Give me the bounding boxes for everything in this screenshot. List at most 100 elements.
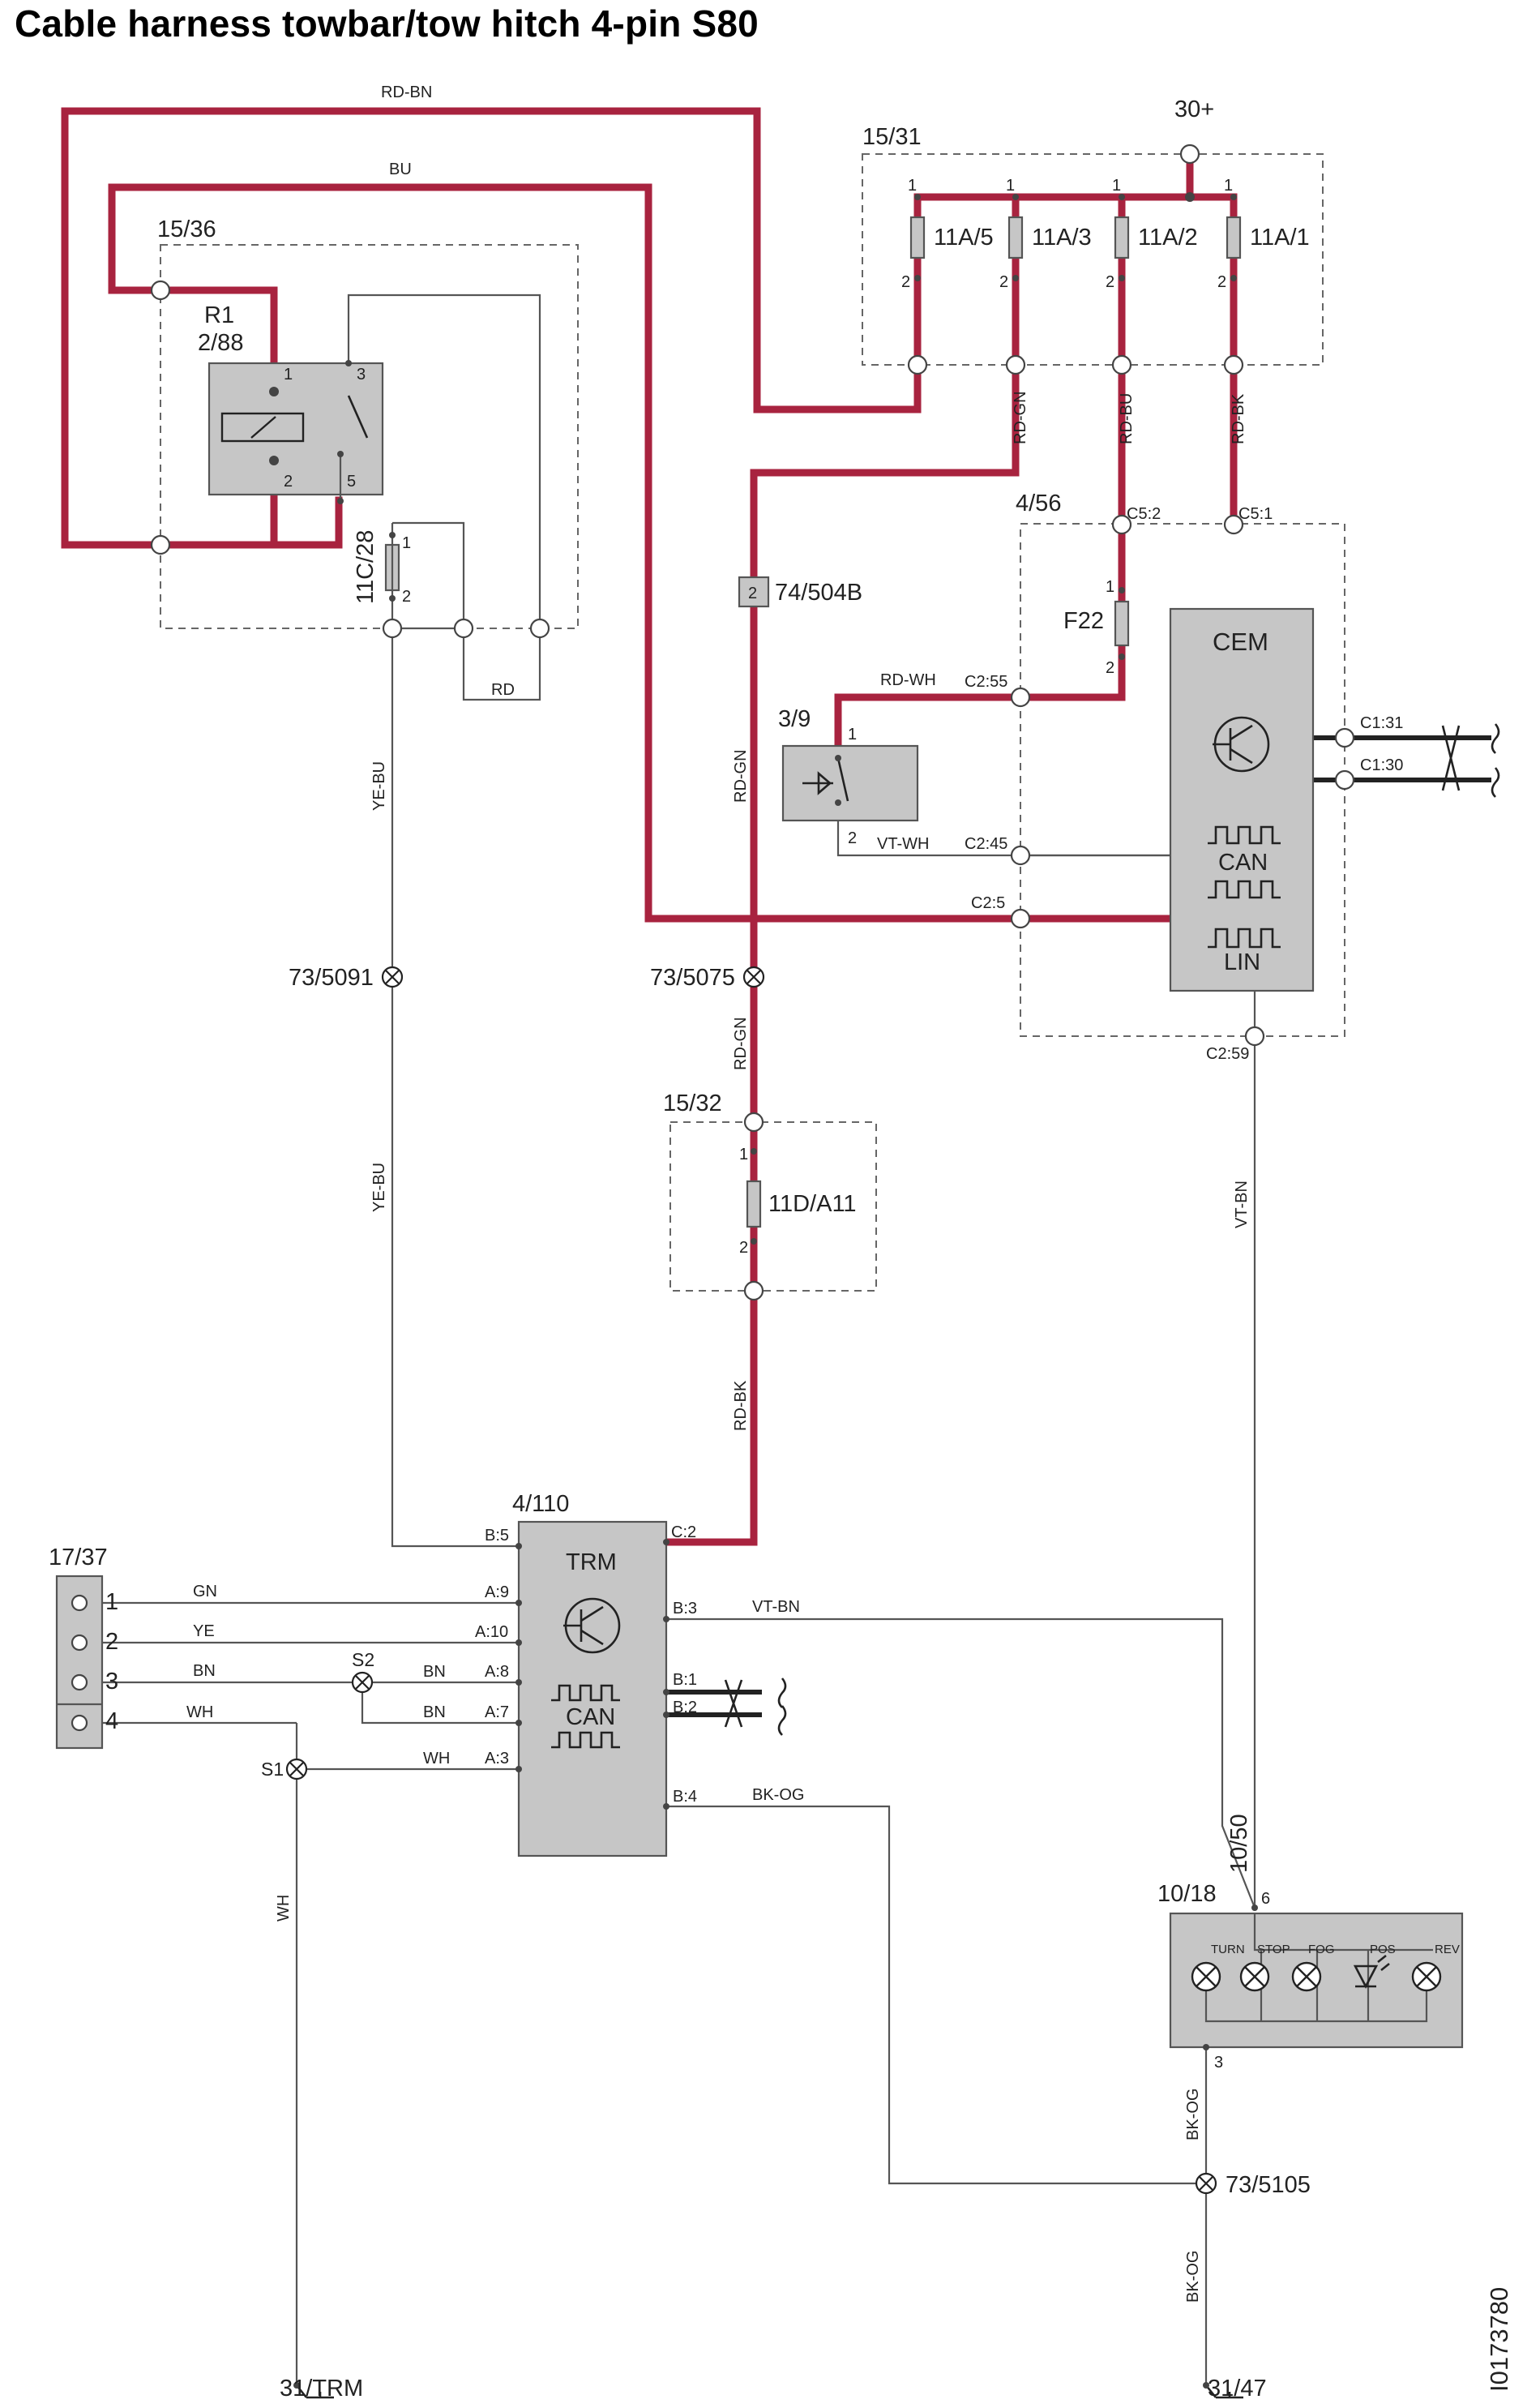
label-splice-73-5075: 73/5075: [650, 965, 735, 991]
label-wire-bk-og-lamp: BK-OG: [1184, 2089, 1202, 2140]
fuse-f22-symbol: [1114, 600, 1130, 647]
socket-label-4: 4: [105, 1708, 118, 1734]
label-fuse-box-15-32: 15/32: [663, 1090, 722, 1116]
cem-module: [1169, 607, 1315, 992]
fuse-11a1-symbol: [1226, 216, 1242, 259]
label-relay-r1: R1: [204, 302, 234, 328]
label-lamp-turn: TURN: [1211, 1943, 1245, 1956]
pin-switch-1: 1: [848, 726, 857, 743]
socket-pin-2: [71, 1634, 88, 1652]
label-wire-rd-gn-low: RD-GN: [732, 1017, 750, 1070]
node-supply-30: [1179, 144, 1200, 165]
socket-pin-1: [71, 1594, 88, 1612]
label-trm: TRM: [566, 1549, 617, 1575]
fuse-box-15-32-outline: [669, 1121, 877, 1292]
label-ground-31-47: 31/47: [1208, 2376, 1267, 2402]
label-switch-3-9: 3/9: [778, 706, 811, 732]
pin-relay-2: 2: [284, 473, 293, 491]
node-fuse-11a5-out: [907, 354, 928, 375]
wire-rd-bn: [61, 107, 922, 549]
label-trm-4-110: 4/110: [512, 1491, 569, 1517]
node-relay-rd-2: [529, 618, 550, 639]
trm-module: [517, 1520, 668, 1857]
pin-c1-30: C1:30: [1360, 756, 1403, 774]
lamp-rev-icon: [1411, 1961, 1442, 1992]
wire-bn-2: [361, 1682, 519, 1725]
label-wire-rd-bn: RD-BN: [381, 84, 432, 101]
label-fuse-11a3: 11A/3: [1032, 225, 1092, 251]
node-c5-1: [1223, 514, 1244, 535]
label-wire-vt-bn-vertical: VT-BN: [1233, 1180, 1251, 1228]
label-wire-vt-bn: VT-BN: [752, 1598, 800, 1616]
fuse-11a5-symbol: [909, 216, 926, 259]
twist-symbol-cem: [1441, 723, 1500, 798]
socket-label-3: 3: [105, 1669, 118, 1695]
label-wire-vt-wh: VT-WH: [877, 835, 929, 853]
label-wire-ye-bu-top: YE-BU: [370, 761, 388, 811]
lamp-turn-icon: [1191, 1961, 1221, 1992]
pin-11c28-2: 2: [402, 588, 411, 606]
pin-11a1-2: 2: [1217, 273, 1226, 291]
node-c2-5: [1010, 908, 1031, 929]
label-fusebox-15-31: 15/31: [862, 124, 922, 150]
pin-c2-55: C2:55: [965, 673, 1007, 691]
node-c2-59: [1244, 1026, 1265, 1047]
label-splice-73-5091: 73/5091: [289, 965, 374, 991]
pin-trm-b3: B:3: [673, 1600, 697, 1617]
cem-box-4-56-outline: [1020, 523, 1345, 1037]
pin-trm-a10: A:10: [475, 1623, 508, 1641]
label-wire-gn: GN: [193, 1583, 217, 1600]
splice-73-5105-icon: [1195, 2172, 1217, 2195]
label-wire-rd: RD: [491, 681, 515, 699]
label-connector-74-504b: 74/504B: [775, 580, 862, 606]
pin-c1-31: C1:31: [1360, 714, 1403, 732]
relay-contact: [347, 395, 369, 439]
pin-11a3-1: 1: [1006, 177, 1015, 195]
pin-11a2-2: 2: [1106, 273, 1114, 291]
wire-bk-og-trm: [666, 1805, 1206, 2185]
label-wire-rd-gn-mid: RD-GN: [732, 749, 750, 803]
socket-pin-3: [71, 1673, 88, 1691]
label-cem-lin: LIN: [1224, 949, 1260, 975]
fuse-11d-a11-symbol: [746, 1180, 762, 1228]
label-lamp-pos: POS: [1370, 1943, 1396, 1956]
lamp-pos-led-icon: [1353, 1954, 1390, 1989]
pin-relay-5: 5: [347, 473, 356, 491]
pin-c2-5: C2:5: [971, 894, 1005, 912]
label-fuse-11d-a11: 11D/A11: [768, 1191, 857, 1217]
relay-box-15-36-outline: [160, 244, 579, 629]
label-wire-wh: WH: [186, 1703, 213, 1721]
label-supply-30: 30+: [1174, 96, 1214, 122]
pin-trm-a8: A:8: [485, 1663, 509, 1681]
pin-lamp-6: 6: [1261, 1890, 1270, 1908]
pin-11a5-2: 2: [901, 273, 910, 291]
node-fuse-11a3-out: [1005, 354, 1026, 375]
label-trm-can: CAN: [566, 1704, 615, 1730]
pin-switch-2: 2: [848, 829, 857, 847]
label-cem: CEM: [1213, 628, 1268, 656]
relay-coil-diagonal: [250, 416, 276, 439]
pin-11a2-1: 1: [1112, 177, 1121, 195]
node-c1-30: [1334, 769, 1355, 791]
socket-label-1: 1: [105, 1589, 118, 1615]
pin-trm-b2: B:2: [673, 1699, 697, 1716]
page-title: Cable harness towbar/tow hitch 4-pin S80: [15, 2, 759, 45]
twist-symbol-trm: [724, 1677, 787, 1736]
label-relay-2-88: 2/88: [198, 330, 243, 356]
pin-11a3-2: 2: [999, 273, 1008, 291]
pin-trm-a9: A:9: [485, 1583, 509, 1601]
node-fuse-11d-in: [743, 1112, 764, 1133]
cem-transistor-icon: [1213, 716, 1270, 773]
pin-c2-59: C2:59: [1206, 1045, 1249, 1063]
node-c2-45: [1010, 845, 1031, 866]
cem-lin-waveform: [1208, 928, 1281, 949]
pin-11a5-1: 1: [908, 177, 917, 195]
pin-dots: [269, 192, 1258, 2389]
wire-rd-relay: [392, 521, 541, 701]
label-wire-bn-a7: BN: [423, 1703, 446, 1721]
fusebox-15-31-outline: [862, 153, 1324, 366]
relay-r1-body: [207, 362, 384, 496]
label-wire-bk-og-ground: BK-OG: [1184, 2251, 1202, 2303]
label-lamp-stop: STOP: [1257, 1943, 1290, 1956]
pin-lamp-3: 3: [1214, 2054, 1223, 2072]
